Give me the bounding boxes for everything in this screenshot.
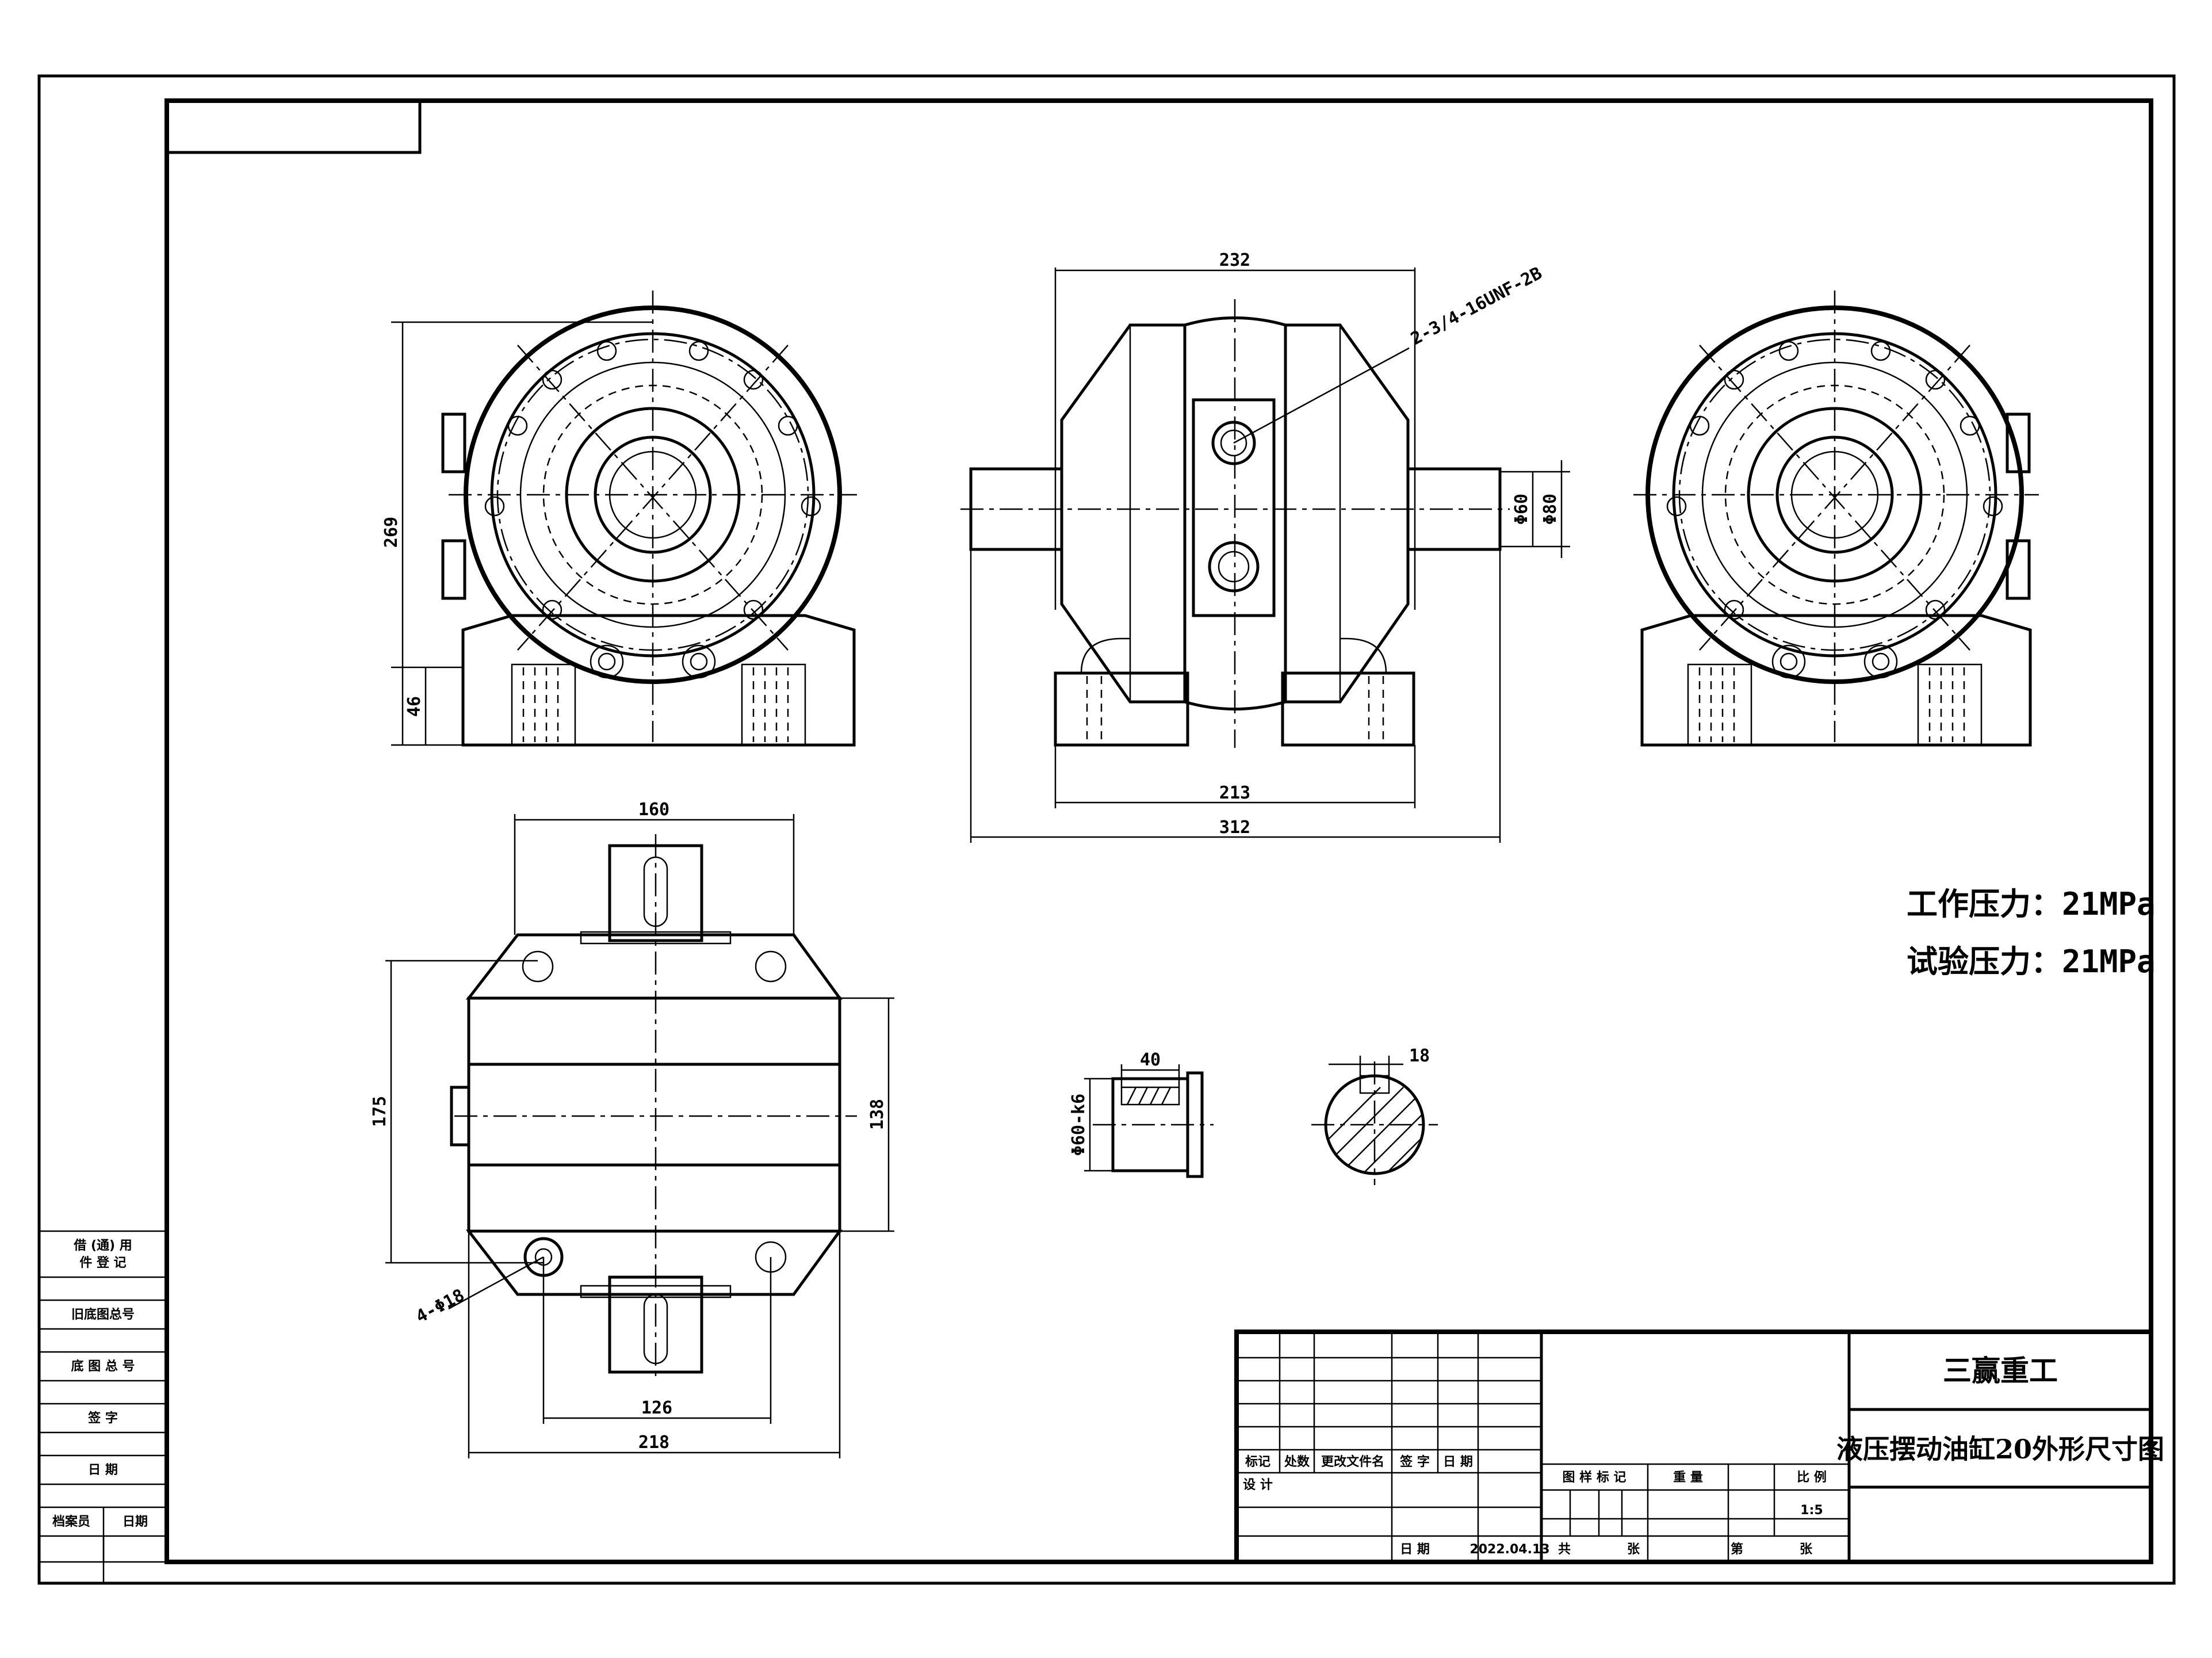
dim-side-mid: 213 [1219, 783, 1250, 803]
right-bolt-holes [1666, 341, 2003, 679]
key-dimensions: 40 Φ60-k6 [1069, 1050, 1180, 1172]
side-view: 232 213 312 Φ60 Φ80 2-3/4-16UNF-2B [960, 250, 1570, 843]
side-row4: 签 字 [87, 1411, 118, 1426]
right-view [1633, 291, 2039, 747]
company-name: 三赢重工 [1943, 1354, 2058, 1388]
rev-header-sign: 签 字 [1399, 1454, 1430, 1469]
dim-plan-inner: 126 [641, 1398, 672, 1418]
drawing-title: 液压摆动油缸20外形尺寸图 [1836, 1434, 2164, 1465]
dim-front-base: 46 [404, 696, 424, 717]
design-label: 设 计 [1243, 1478, 1273, 1492]
stage-header-mark: 图 样 标 记 [1563, 1470, 1627, 1485]
date-label: 日 期 [1400, 1542, 1430, 1557]
test-pressure-note: 试验压力：21MPa [1907, 943, 2156, 980]
dim-side-top: 232 [1219, 250, 1250, 270]
title-block: 标记 处数 更改文件名 签 字 日 期 设 计 日 期 2022.04.13 图… [1234, 1330, 2164, 1564]
sheet-total-1: 共 [1558, 1542, 1571, 1557]
side-row5: 日 期 [88, 1463, 118, 1477]
holes-label: 4-Φ18 [412, 1285, 468, 1327]
dim-key-dia: Φ60-k6 [1069, 1094, 1089, 1156]
sheet-total-2: 张 [1627, 1542, 1640, 1557]
side-row1b: 件 登 记 [79, 1256, 126, 1270]
rev-header-file: 更改文件名 [1321, 1454, 1384, 1469]
side-record-block: 借 (通) 用 件 登 记 旧底图总号 底 图 总 号 签 字 日 期 档案员 … [39, 1230, 167, 1583]
drawing-frame [37, 74, 2176, 1585]
dim-plan-right: 138 [867, 1099, 887, 1130]
dim-shaft-d1: Φ60 [1511, 494, 1532, 525]
slot-dimensions: 18 [1329, 1046, 1430, 1076]
rev-header-count: 处数 [1284, 1454, 1310, 1469]
dim-key-width: 40 [1140, 1050, 1161, 1070]
port-label: 2-3/4-16UNF-2B [1407, 263, 1545, 349]
dim-plan-left: 175 [370, 1096, 390, 1127]
side-row2: 旧底图总号 [71, 1307, 135, 1322]
dim-side-bottom: 312 [1219, 817, 1250, 838]
stage-header-scale: 比 例 [1797, 1470, 1827, 1485]
dim-plan-top: 160 [638, 800, 669, 820]
plan-dimensions: 160 175 138 126 218 4-Φ18 [370, 800, 894, 1458]
front-view: 269 46 [381, 291, 857, 747]
scale-value: 1:5 [1800, 1503, 1823, 1518]
pressure-notes: 工作压力：21MPa 试验压力：21MPa [1907, 886, 2156, 980]
side-row1a: 借 (通) 用 [73, 1239, 132, 1253]
side-row3: 底 图 总 号 [71, 1359, 135, 1374]
stage-header-weight: 重 量 [1673, 1470, 1703, 1485]
side-row6a: 档案员 [52, 1514, 90, 1529]
dim-plan-outer: 218 [638, 1432, 669, 1453]
working-pressure-note: 工作压力：21MPa [1907, 886, 2156, 922]
rev-header-date: 日 期 [1443, 1455, 1473, 1469]
side-row6b: 日期 [123, 1515, 148, 1529]
rev-header-mark: 标记 [1245, 1454, 1270, 1469]
sheet-no-2: 张 [1800, 1542, 1813, 1557]
date-value: 2022.04.13 [1469, 1542, 1549, 1557]
dim-shaft-d2: Φ80 [1540, 494, 1560, 525]
dim-key-slot: 18 [1409, 1046, 1430, 1066]
front-dimensions: 269 46 [381, 321, 653, 746]
sheet-no-1: 第 [1731, 1542, 1743, 1557]
front-bolt-holes [484, 341, 821, 679]
dim-front-height: 269 [381, 517, 401, 548]
plan-view: 160 175 138 126 218 4-Φ18 [370, 800, 894, 1458]
key-detail: 40 Φ60-k6 18 [1069, 1046, 1438, 1185]
